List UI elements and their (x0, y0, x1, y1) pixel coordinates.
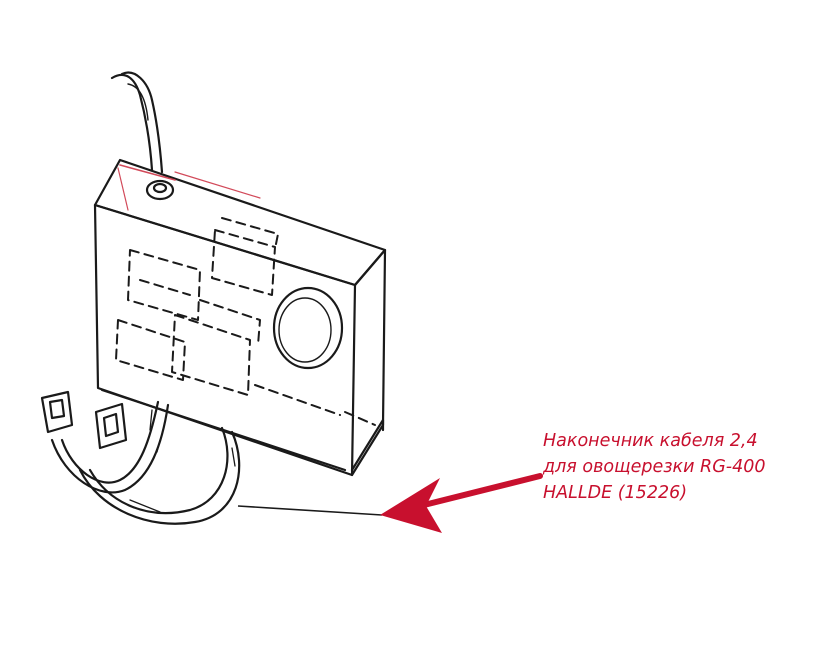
cable-terminal-right (94, 402, 128, 450)
round-knockout (272, 286, 344, 370)
part-caption: Наконечник кабеля 2,4 для овощерезки RG-… (543, 428, 765, 506)
cable-terminal-left (40, 390, 74, 434)
caption-line-1: Наконечник кабеля 2,4 (543, 431, 758, 451)
red-arrow-icon (237, 473, 543, 533)
lower-cable-right (88, 426, 229, 515)
caption-line-2: для овощерезки RG-400 (543, 457, 766, 477)
box-side-face (350, 248, 387, 477)
cable-grommet (145, 179, 175, 201)
control-box-drawing (40, 71, 387, 525)
caption-line-3: HALLDE (15226) (543, 483, 688, 503)
top-cable (110, 73, 154, 172)
lower-cable-left (60, 400, 160, 484)
